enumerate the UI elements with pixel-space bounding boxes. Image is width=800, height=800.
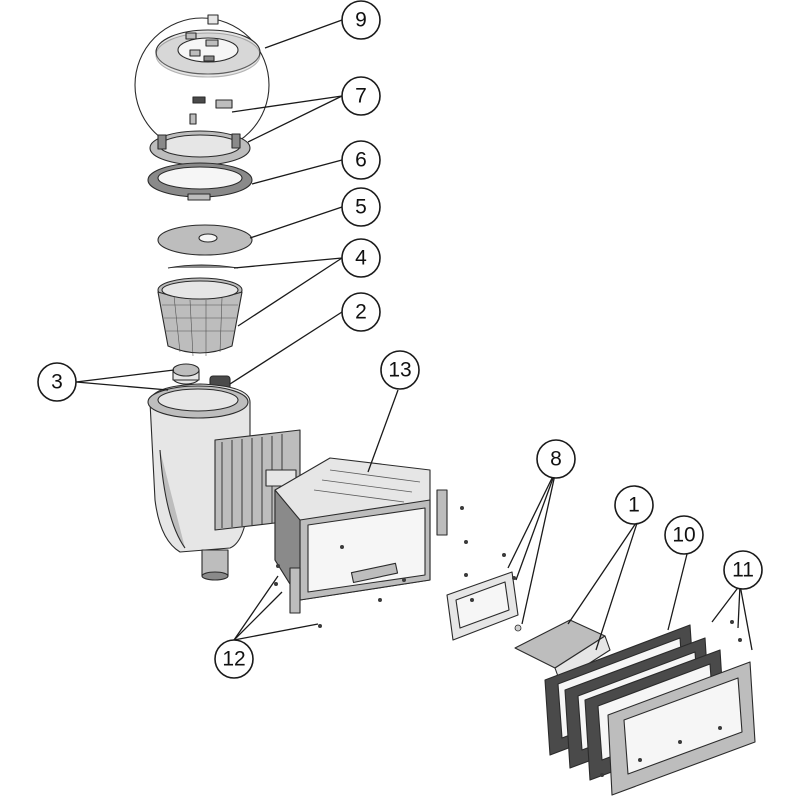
callout-1-label: 1 (628, 494, 640, 517)
callout-10: 10 (664, 515, 704, 555)
leader-lines (75, 19, 753, 651)
callout-2-label: 2 (355, 301, 367, 324)
part-9-skimmer-lid (134, 14, 270, 153)
part-7-collar-ring (149, 130, 251, 166)
callout-12-label: 12 (222, 648, 245, 671)
part-4-basket (157, 264, 243, 357)
callout-3: 3 (37, 362, 77, 402)
part-5-plate (157, 224, 253, 256)
callout-9: 9 (341, 0, 381, 40)
part-11-faceplate (600, 620, 756, 796)
callout-4-label: 4 (355, 247, 367, 270)
callout-6: 6 (341, 140, 381, 180)
callout-5: 5 (341, 187, 381, 227)
callout-12: 12 (214, 639, 254, 679)
callout-8: 8 (536, 439, 576, 479)
callout-7-label: 7 (355, 85, 367, 108)
callout-7: 7 (341, 76, 381, 116)
callout-3-label: 3 (51, 371, 63, 394)
callout-8-label: 8 (550, 448, 562, 471)
callout-6-label: 6 (355, 149, 367, 172)
callout-4: 4 (341, 238, 381, 278)
callout-13-label: 13 (388, 359, 411, 382)
part-13-extension (274, 457, 468, 628)
callout-9-label: 9 (355, 9, 367, 32)
part-3-caps (172, 363, 231, 391)
callout-11: 11 (723, 550, 763, 590)
callout-13: 13 (380, 350, 420, 390)
part-6-gasket-ring (147, 162, 253, 201)
callout-11-label: 11 (732, 559, 754, 582)
callout-10-label: 10 (672, 524, 695, 547)
callout-5-label: 5 (355, 196, 367, 219)
callout-1: 1 (614, 485, 654, 525)
part-8-frame (446, 553, 522, 641)
callout-2: 2 (341, 292, 381, 332)
